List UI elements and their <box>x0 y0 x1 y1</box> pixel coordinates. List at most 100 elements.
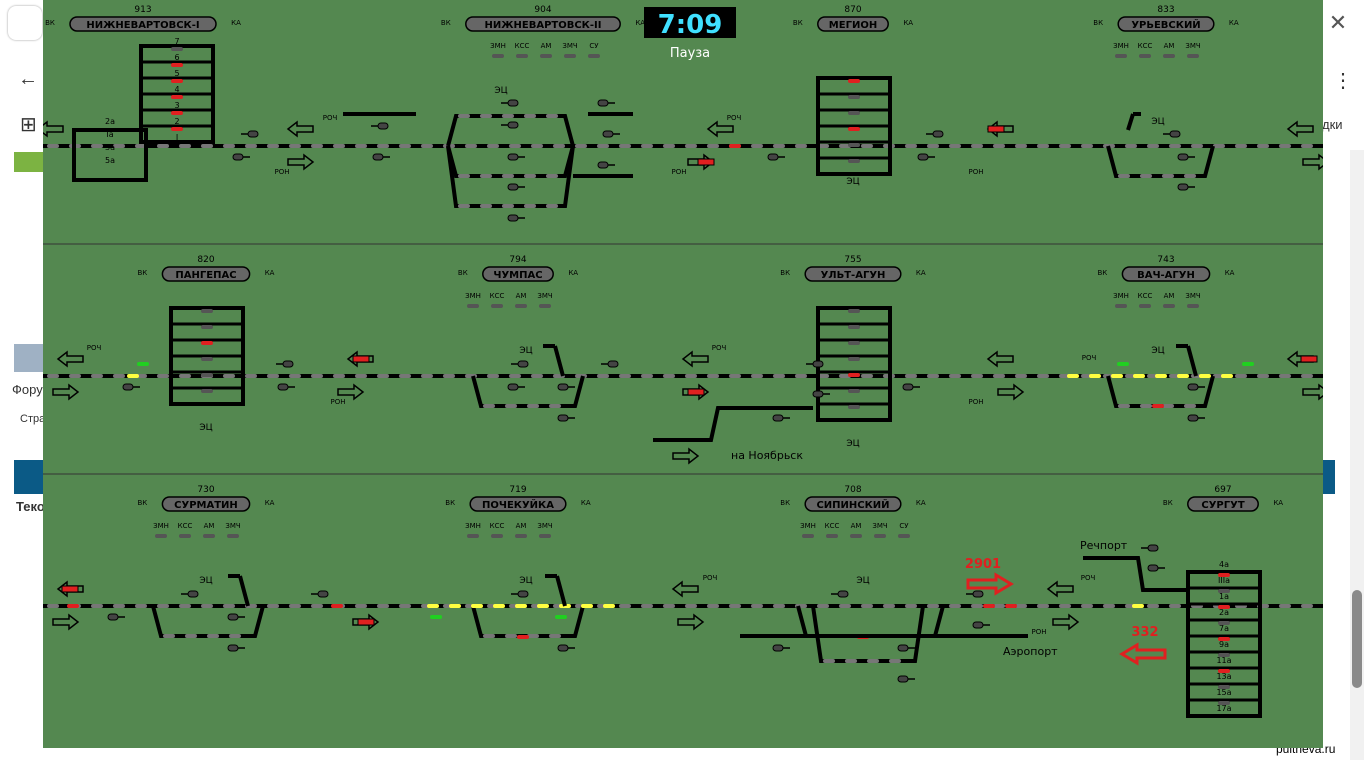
station-km: 719 <box>509 485 526 495</box>
apps-grid-icon[interactable]: ⊞ <box>20 114 37 136</box>
yard-track-lamp <box>848 143 860 147</box>
red-indicator <box>687 388 705 396</box>
track-segment-lamp <box>91 374 103 378</box>
track-segment-lamp <box>993 604 1005 608</box>
route-lamp-yellow <box>449 604 461 608</box>
arrow-left-icon <box>1046 580 1074 598</box>
vk-label: ВК <box>45 19 55 27</box>
control-lamp <box>898 534 910 538</box>
branch-rechport <box>1083 556 1188 592</box>
track-segment-lamp <box>905 374 917 378</box>
ka-label: КА <box>265 269 275 277</box>
arrow-right-icon <box>1052 613 1080 631</box>
close-icon[interactable]: ✕ <box>1328 11 1348 36</box>
signal-icon <box>507 214 519 222</box>
signal-icon <box>557 644 569 652</box>
station-km: 755 <box>844 255 861 265</box>
roch-label: РОЧ <box>1082 354 1097 362</box>
signal-icon <box>917 153 929 161</box>
signal-icon <box>902 383 914 391</box>
control-lamp <box>491 534 503 538</box>
bg-green-bar <box>14 152 44 172</box>
control-lamp <box>203 534 215 538</box>
track-segment-lamp <box>641 144 653 148</box>
track-segment-lamp <box>223 374 235 378</box>
siding-lamp <box>1118 404 1130 408</box>
route-lamp-yellow <box>493 604 505 608</box>
station-name-badge <box>1187 496 1259 512</box>
route-lamp-yellow <box>1067 374 1079 378</box>
track-segment-lamp <box>399 144 411 148</box>
control-label: ЗМЧ <box>872 522 888 530</box>
control-label: ЗМН <box>800 522 816 530</box>
route-lamp-red <box>729 144 741 148</box>
ka-label: КА <box>568 269 578 277</box>
yard-track-lamp <box>201 309 213 313</box>
track-segment-lamp <box>971 604 983 608</box>
track-segment-lamp <box>597 374 609 378</box>
back-arrow-icon[interactable]: ← <box>18 68 38 90</box>
route-lamp-red <box>331 604 343 608</box>
route-lamp-red <box>1005 604 1017 608</box>
chevron-down-icon[interactable] <box>8 6 42 40</box>
control-label: КСС <box>1138 42 1153 50</box>
roch-label: РОЧ <box>87 344 102 352</box>
signal-icon <box>602 130 614 138</box>
siding-lamp <box>889 659 901 663</box>
track-segment-lamp <box>509 374 521 378</box>
control-lamp <box>1139 54 1151 58</box>
track-segment-lamp <box>663 374 675 378</box>
siding-lamp <box>524 114 536 118</box>
track-segment-lamp <box>663 144 675 148</box>
route-lamp-red <box>67 604 79 608</box>
signal-green <box>430 615 442 619</box>
arrow-right-icon <box>997 383 1025 401</box>
ecc-label: ЭЦ <box>846 177 859 187</box>
siding-lamp <box>163 634 175 638</box>
siding-lamp <box>524 204 536 208</box>
control-label: ЗМН <box>465 292 481 300</box>
control-label: КСС <box>1138 292 1153 300</box>
arrow-right-icon <box>1302 153 1323 171</box>
control-label: ЗМЧ <box>1185 292 1201 300</box>
siding-lamp <box>207 634 219 638</box>
track-segment-lamp <box>377 604 389 608</box>
track-segment-lamp <box>289 604 301 608</box>
track-segment-lamp <box>707 604 719 608</box>
ecc-label: ЭЦ <box>519 576 532 586</box>
signal-icon <box>1177 153 1189 161</box>
arrow-left-icon <box>671 580 699 598</box>
track-segment-lamp <box>179 144 191 148</box>
track-segment-lamp <box>157 374 169 378</box>
control-label: КСС <box>515 42 530 50</box>
signal-icon <box>972 590 984 598</box>
more-menu-icon[interactable]: ⋮ <box>1333 70 1353 92</box>
track-segment-lamp <box>333 374 345 378</box>
ron-label: РОН <box>969 398 984 406</box>
control-label: КСС <box>490 292 505 300</box>
signal-icon <box>772 414 784 422</box>
track-segment-lamp <box>465 144 477 148</box>
control-label: СУ <box>899 522 909 530</box>
bg-left-text-3: Теко <box>16 499 45 514</box>
control-lamp <box>515 534 527 538</box>
siding-lamp <box>867 659 879 663</box>
track-segment-lamp <box>1059 144 1071 148</box>
siding-lamp <box>1184 404 1196 408</box>
ka-label: КА <box>231 19 241 27</box>
stub-track <box>1126 113 1135 131</box>
track-segment-lamp <box>817 604 829 608</box>
siding-chumpas <box>471 375 585 408</box>
siding-lamp <box>546 114 558 118</box>
siding-lamp <box>502 174 514 178</box>
bg-blue-bar-right <box>1323 460 1335 494</box>
bg-grey-bar <box>14 344 44 372</box>
route-lamp-yellow <box>1133 374 1145 378</box>
scrollbar-thumb[interactable] <box>1352 590 1362 688</box>
track-segment-lamp <box>91 144 103 148</box>
signal-icon <box>837 590 849 598</box>
station-name: ПОЧЕКУЙКА <box>482 498 554 511</box>
yard-track-lamp <box>201 357 213 361</box>
yard-track-lamp <box>848 111 860 115</box>
signal-icon <box>1187 383 1199 391</box>
